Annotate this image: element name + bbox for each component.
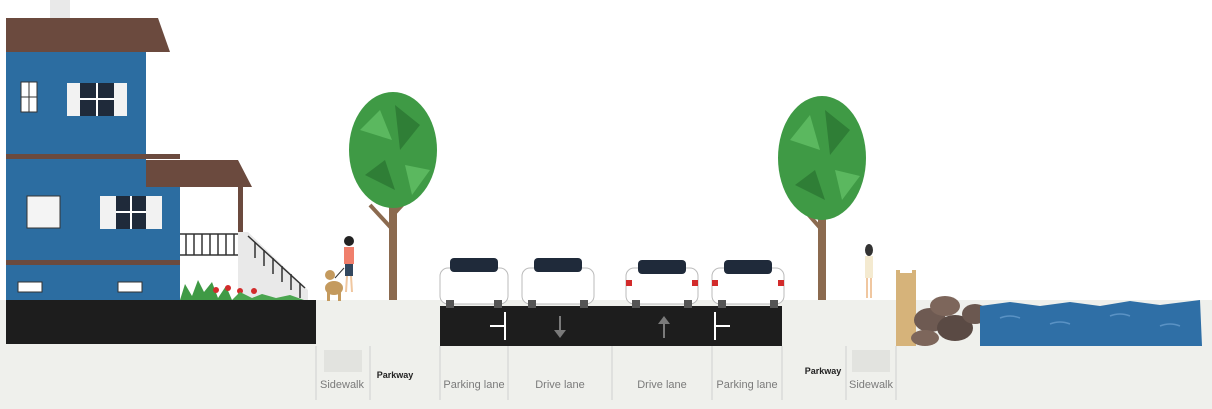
arrow-down-icon	[554, 316, 566, 338]
house-icon	[6, 0, 308, 300]
label-sidewalk-left: Sidewalk	[320, 379, 365, 391]
arrow-up-icon	[658, 316, 670, 338]
label-drive-lane-2: Drive lane	[637, 379, 687, 391]
pedestrian-icon	[344, 236, 354, 293]
label-parkway-right: Parkway	[805, 366, 842, 376]
car-icon	[439, 258, 509, 308]
lane-markings	[490, 312, 730, 340]
foundation	[6, 300, 316, 344]
seawall	[896, 270, 916, 346]
tree-icon	[349, 92, 437, 300]
label-sidewalk-right: Sidewalk	[849, 379, 894, 391]
label-parking-lane-left: Parking lane	[443, 379, 504, 391]
label-parkway-left: Parkway	[377, 370, 414, 380]
tree-icon	[778, 96, 866, 300]
label-parking-lane-right: Parking lane	[716, 379, 777, 391]
dog-icon	[325, 267, 345, 301]
car-icon	[625, 260, 699, 308]
water-icon	[980, 300, 1202, 346]
rocks-icon	[911, 296, 988, 346]
car-icon	[711, 260, 785, 308]
pedestrian-icon	[865, 244, 873, 298]
label-drive-lane-1: Drive lane	[535, 379, 585, 391]
car-icon	[521, 258, 595, 308]
